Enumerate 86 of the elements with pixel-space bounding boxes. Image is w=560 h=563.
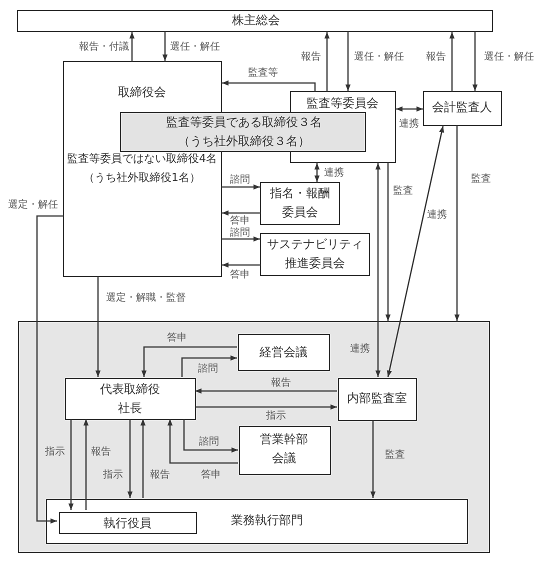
edge-label: 選任・解任	[170, 42, 220, 52]
officer-box	[59, 512, 197, 534]
meeting-box	[239, 426, 331, 475]
arrow	[129, 32, 135, 61]
arrow	[222, 236, 260, 242]
box-label: 営業幹部会議	[259, 431, 309, 467]
edge-label: 諮問	[230, 174, 250, 186]
edge-label: 選任・解任	[484, 52, 534, 62]
box-label: 監査等委員である取締役３名（うち社外取締役３名）	[165, 114, 323, 150]
arrow	[222, 210, 260, 216]
arrow	[95, 277, 101, 377]
edge-label: 報告	[301, 52, 321, 62]
edge-label: 選定・解任	[8, 200, 58, 210]
department-area	[18, 321, 490, 553]
box-label: 指名・報酬委員会	[269, 185, 331, 221]
arrow	[385, 163, 391, 321]
arrow	[83, 419, 89, 510]
box-label: 株主総会	[231, 12, 281, 29]
meeting-box	[17, 10, 493, 32]
box-label: 代表取締役社長	[99, 381, 161, 417]
arrow	[454, 126, 460, 321]
arrow	[375, 163, 381, 377]
edge-label: 連携	[324, 168, 344, 178]
arrow	[181, 355, 237, 377]
edge-label: 報告・付議	[79, 42, 129, 52]
edge-label: 報告	[150, 470, 170, 480]
arrow	[345, 32, 351, 91]
arrow	[386, 126, 444, 378]
edge-label: 諮問	[198, 364, 218, 374]
box-label: 内部監査室	[346, 390, 408, 407]
box-label: 監査等委員会	[306, 95, 380, 112]
arrow	[314, 163, 320, 182]
box-label: 会計監査人	[431, 99, 493, 116]
box-label: サステナビリティ推進委員会	[266, 236, 364, 272]
edge-label: 報告	[91, 446, 111, 458]
edge-label: 連携	[350, 344, 370, 354]
arrow	[222, 184, 260, 190]
arrow	[140, 419, 146, 498]
edge-label: 答申	[167, 332, 187, 344]
edge-label: 答申	[230, 270, 250, 280]
arrow	[222, 262, 260, 268]
arrow	[36, 215, 63, 524]
meeting-box	[238, 334, 330, 371]
edge-label: 連携	[427, 210, 447, 220]
edge-label: 諮問	[230, 228, 250, 238]
edge-label: 指示	[266, 410, 286, 422]
arrow	[222, 80, 316, 91]
box-label: 執行役員	[102, 515, 152, 532]
committee-box	[260, 182, 340, 225]
audit-office-box	[338, 378, 417, 421]
arrow	[183, 419, 238, 453]
member-box	[120, 112, 366, 152]
edge-label: 選定・解職・監督	[106, 292, 186, 304]
arrow	[449, 32, 455, 91]
edge-label: 報告	[426, 52, 446, 62]
edge-label: 監査等	[248, 68, 278, 78]
arrow	[370, 420, 376, 498]
arrow	[68, 419, 74, 510]
division-box	[46, 499, 468, 544]
edge-label: 監査	[393, 186, 413, 196]
arrow	[141, 346, 237, 377]
edge-label: 監査	[471, 174, 491, 184]
arrow	[472, 32, 478, 91]
arrow	[195, 388, 337, 394]
edge-label: 報告	[271, 378, 291, 388]
arrow	[167, 419, 238, 464]
arrow	[195, 404, 337, 410]
edge-label: 指示	[45, 446, 65, 458]
edge-label: 選任・解任	[354, 52, 404, 62]
edge-label: 諮問	[199, 436, 219, 448]
arrow	[396, 106, 423, 112]
committee-box	[260, 233, 370, 276]
edge-label: 答申	[230, 216, 250, 226]
auditor-box	[423, 91, 502, 126]
president-box	[65, 378, 196, 420]
heading-label: 取締役会	[117, 84, 167, 101]
edge-label: 答申	[201, 470, 221, 480]
arrow	[324, 32, 330, 91]
arrow	[162, 32, 168, 61]
edge-label: 監査	[385, 450, 405, 460]
arrow	[127, 419, 133, 498]
edge-label: 連携	[399, 118, 419, 130]
box-label: 経営会議	[258, 344, 308, 361]
box-label: 業務執行部門	[230, 512, 304, 529]
edge-label: 指示	[103, 470, 123, 480]
box-label: 監査等委員ではない取締役4名（うち社外取締役1名）	[66, 151, 218, 186]
